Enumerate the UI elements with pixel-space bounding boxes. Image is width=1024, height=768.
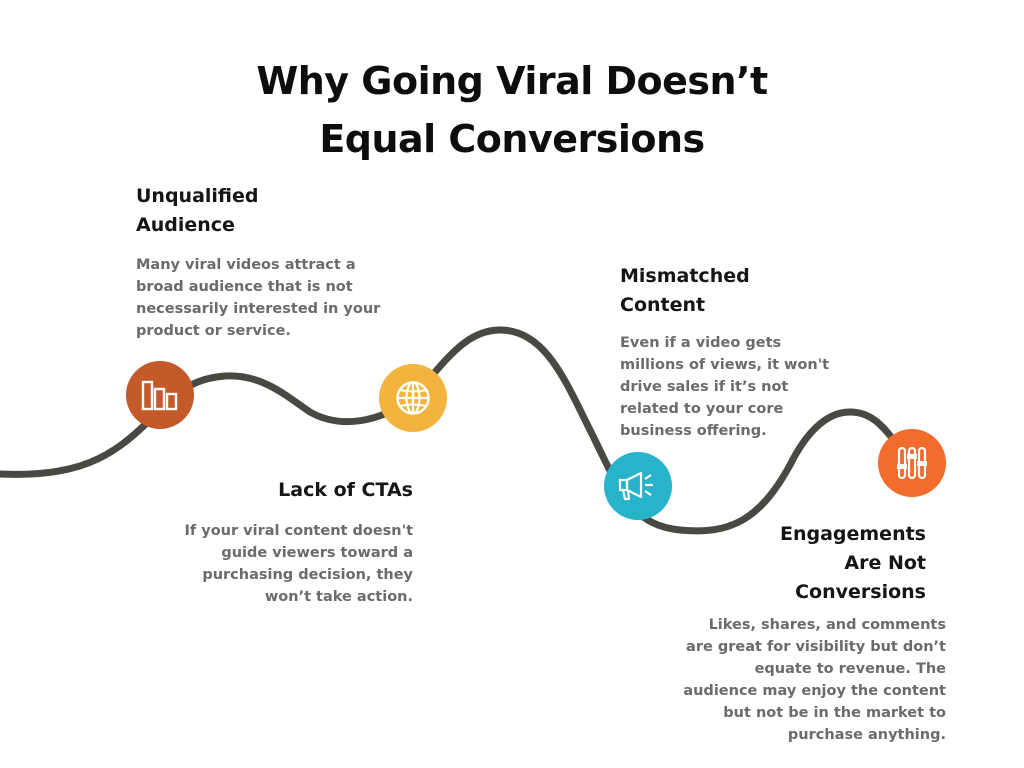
sliders-icon xyxy=(897,446,927,480)
step-2-badge xyxy=(379,364,447,432)
step-4-description: Likes, shares, and comments are great fo… xyxy=(683,617,946,743)
globe-icon xyxy=(396,381,430,415)
step-3-heading: Mismatched Content xyxy=(620,265,750,316)
step-4-heading: Engagements Are Not Conversions xyxy=(779,523,926,603)
step-2-description: If your viral content doesn't guide view… xyxy=(184,523,413,605)
step-3-badge xyxy=(604,452,672,520)
step-4-badge xyxy=(878,429,946,497)
step-1-badge xyxy=(126,361,194,429)
step-2-heading: Lack of CTAs xyxy=(278,479,413,501)
megaphone-icon xyxy=(618,471,653,501)
page-title: Why Going Viral Doesn’t Equal Conversion… xyxy=(256,59,768,161)
step-1-description: Many viral videos attract a broad audien… xyxy=(136,257,381,339)
step-1-heading: Unqualified Audience xyxy=(136,185,259,236)
bar-chart-icon xyxy=(141,380,178,411)
step-3-description: Even if a video gets millions of views, … xyxy=(620,335,830,439)
